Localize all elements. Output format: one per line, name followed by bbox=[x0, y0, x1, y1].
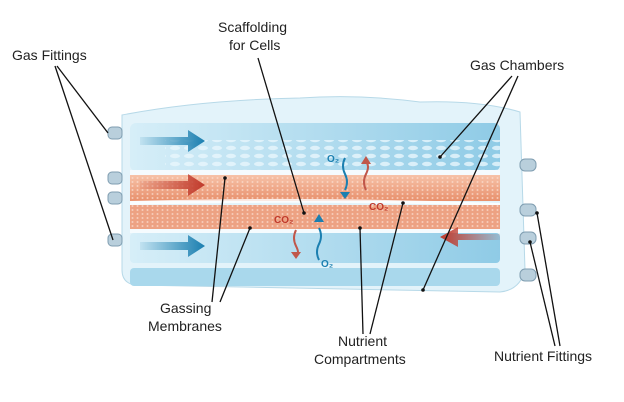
gas-flow-arrow-bottom bbox=[140, 235, 205, 257]
nutrient-flow-arrow bbox=[140, 174, 205, 196]
o2-down-arrow-icon bbox=[340, 192, 350, 199]
co2-label: CO₂ bbox=[369, 202, 388, 213]
label-nutrient-fittings: Nutrient Fittings bbox=[494, 348, 592, 364]
co2-label: CO₂ bbox=[274, 215, 293, 226]
flow-arrows bbox=[140, 130, 500, 257]
label-gas-chambers: Gas Chambers bbox=[470, 57, 564, 73]
nutrient-return-arrow bbox=[440, 227, 500, 247]
leader-lines bbox=[54, 57, 561, 347]
label-scaffolding: Scaffolding bbox=[218, 19, 287, 35]
label-gas-fittings: Gas Fittings bbox=[12, 47, 87, 63]
co2-up-arrow-icon bbox=[361, 156, 371, 164]
co2-down-arrow-icon bbox=[291, 252, 301, 259]
o2-label: O₂ bbox=[321, 259, 333, 270]
o2-label: O₂ bbox=[327, 154, 339, 165]
label-nutrient: Nutrient bbox=[338, 333, 387, 349]
label-for-cells: for Cells bbox=[229, 37, 280, 53]
lower-gas-chamber bbox=[130, 233, 500, 263]
o2-up-arrow-icon bbox=[314, 214, 324, 222]
bottom-gas-chamber bbox=[130, 268, 500, 286]
gas-exchange: O₂ CO₂ CO₂ O₂ bbox=[274, 154, 388, 270]
upper-gassing-membrane bbox=[130, 170, 500, 175]
label-membranes: Membranes bbox=[148, 318, 222, 334]
label-gassing: Gassing bbox=[160, 300, 211, 316]
gas-fittings bbox=[107, 126, 123, 247]
nutrient-fittings bbox=[519, 158, 537, 282]
gas-flow-arrow-top bbox=[140, 130, 205, 152]
label-compartments: Compartments bbox=[314, 351, 406, 367]
lower-gassing-membrane bbox=[130, 229, 500, 233]
